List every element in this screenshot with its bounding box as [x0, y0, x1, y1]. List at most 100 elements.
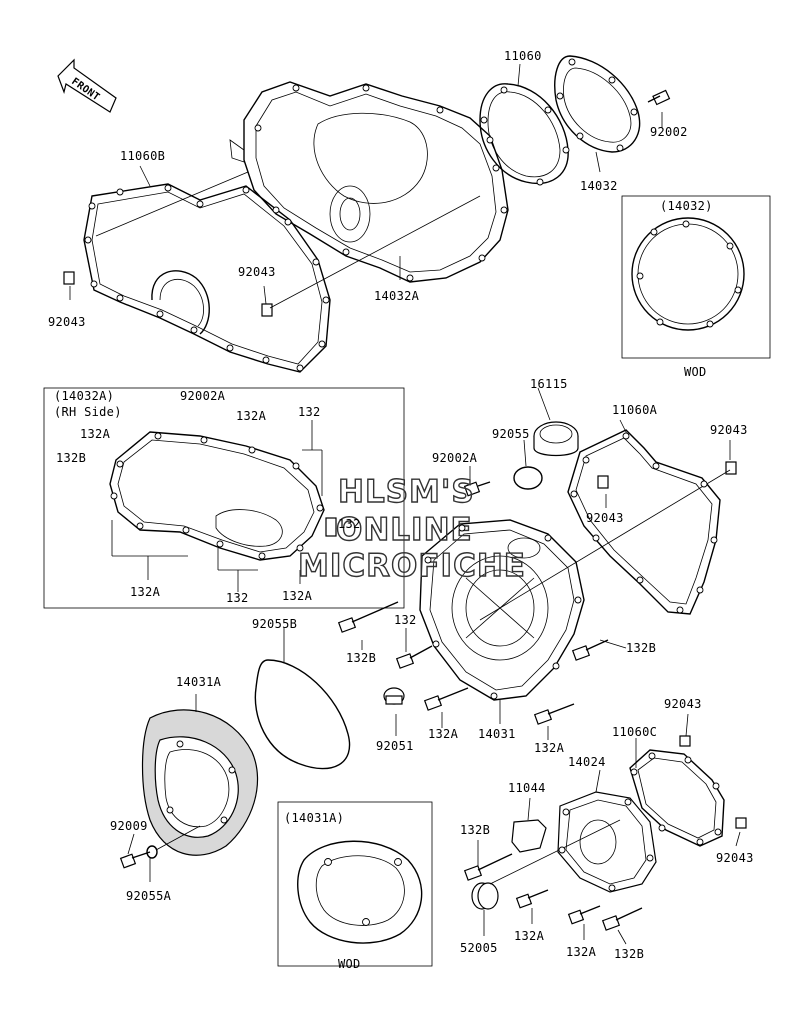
bolt-hole	[636, 576, 644, 584]
bolt-132	[395, 645, 433, 669]
bolt-hole	[696, 838, 704, 846]
inset-rh-subtitle: (RH Side)	[54, 405, 122, 419]
bolt-92002	[647, 89, 671, 106]
bolt-hole	[500, 206, 508, 214]
inset-14031A-frame	[277, 801, 433, 967]
bolt-hole	[646, 854, 654, 862]
bolt-hole	[318, 340, 326, 348]
bolt-132B-bottom-right	[601, 907, 643, 931]
label-92055A: 92055A	[126, 889, 172, 903]
bolt-92009	[119, 851, 151, 869]
bolt-hole	[636, 272, 644, 280]
label-132-inset-2: 132	[338, 517, 361, 531]
bolt-hole	[406, 274, 414, 282]
bolt-hole	[176, 740, 184, 748]
bolt-hole	[216, 540, 224, 548]
label-11060B: 11060B	[120, 149, 165, 163]
bolt-hole	[478, 254, 486, 262]
label-132A-inset-1: 132A	[80, 427, 111, 441]
bolt-hole	[490, 692, 498, 700]
inset-14032-title: (14032)	[660, 199, 713, 213]
bolt-hole	[228, 766, 236, 774]
bolt-hole	[492, 164, 500, 172]
bolt-hole	[570, 490, 578, 498]
dowel-92043-e	[679, 735, 691, 747]
label-92043-d: 92043	[586, 511, 624, 525]
inset-rh-cover	[109, 431, 325, 561]
bolt-hole	[432, 640, 440, 648]
label-16115: 16115	[530, 377, 568, 391]
bolt-92002A	[463, 481, 491, 497]
bolt-hole	[648, 752, 656, 760]
label-132-inset-1: 132	[298, 405, 321, 419]
bolt-hole	[714, 828, 722, 836]
part-labels: 11060 92002 14032 11060B 92043 92043 140…	[48, 49, 754, 961]
label-52005: 52005	[460, 941, 498, 955]
bolt-hole	[156, 310, 164, 318]
o-ring-92055	[513, 466, 543, 490]
bolt-hole	[258, 552, 266, 560]
bolt-hole	[84, 236, 92, 244]
bolt-hole	[200, 436, 208, 444]
bolt-hole	[90, 280, 98, 288]
bolt-hole	[700, 480, 708, 488]
bolt-hole	[458, 524, 466, 532]
label-132-inset-3: 132	[226, 591, 249, 605]
bolt-hole	[706, 320, 714, 328]
bolt-132B-left	[337, 601, 399, 633]
bolt-hole	[682, 220, 690, 228]
bolt-hole	[544, 534, 552, 542]
inset-rh-side-frame	[43, 387, 405, 609]
bolt-hole	[362, 84, 370, 92]
label-132A-inset-2: 132A	[236, 409, 267, 423]
label-132B-bottom-left: 132B	[460, 823, 490, 837]
bolt-hole	[284, 218, 292, 226]
label-92043-e: 92043	[664, 697, 702, 711]
watermark: HLSM'S ONLINE MICROFICHE	[297, 473, 525, 584]
label-92043-f: 92043	[716, 851, 754, 865]
dowel-92043-b	[261, 303, 273, 317]
bolt-hole	[248, 446, 256, 454]
bolt-hole	[592, 534, 600, 542]
label-14032: 14032	[580, 179, 618, 193]
bolt-hole	[676, 606, 684, 614]
bolt-hole	[296, 544, 304, 552]
label-92055B: 92055B	[252, 617, 297, 631]
bolt-132A-right	[533, 703, 575, 725]
bolt-hole	[486, 136, 494, 144]
bracket-11044	[511, 819, 547, 853]
label-92043-a: 92043	[48, 315, 86, 329]
label-92002: 92002	[650, 125, 688, 139]
cover-14024	[557, 791, 657, 893]
bolt-hole	[296, 364, 304, 372]
bolt-132A-bottom-2	[567, 905, 601, 925]
bolt-hole	[658, 824, 666, 832]
dowel-92043-a	[63, 271, 75, 285]
o-ring-92055B	[254, 659, 351, 770]
bolt-hole	[652, 462, 660, 470]
bolt-hole	[500, 86, 508, 94]
bolt-hole	[136, 522, 144, 530]
bolt-hole	[342, 248, 350, 256]
bolt-hole	[116, 460, 124, 468]
bolt-hole	[220, 816, 228, 824]
bolt-hole	[710, 536, 718, 544]
inset-14031A-footer: WOD	[338, 957, 361, 971]
dowel-92043-f	[735, 817, 747, 829]
bolt-hole	[734, 286, 742, 294]
bolt-hole	[312, 258, 320, 266]
gasket-11060	[479, 83, 569, 184]
bolt-132A-left	[423, 687, 469, 711]
bolt-hole	[316, 504, 324, 512]
bolt-hole	[88, 202, 96, 210]
bolt-132B-bottom-left	[463, 853, 513, 881]
bolt-hole	[254, 124, 262, 132]
label-14032A: 14032A	[374, 289, 420, 303]
cover-14032A	[243, 81, 509, 283]
bolt-hole	[226, 344, 234, 352]
label-132A-right: 132A	[534, 741, 565, 755]
label-132A-left: 132A	[428, 727, 459, 741]
gasket-11060B	[83, 183, 331, 373]
